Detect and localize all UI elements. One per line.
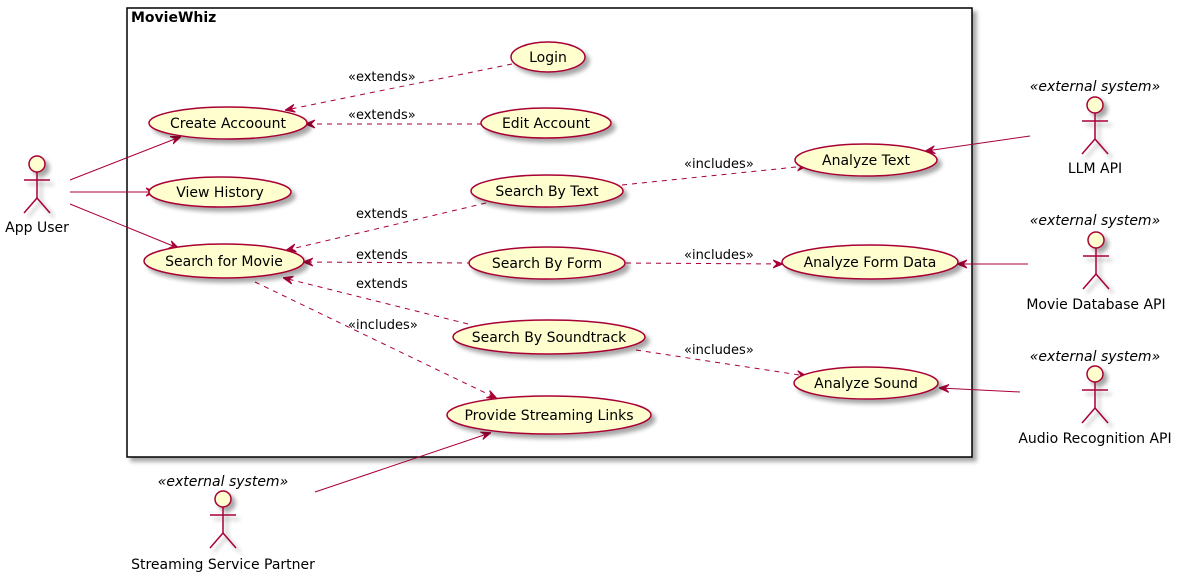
actor-audio-recognition-api-stereotype: «external system» [1030, 349, 1160, 365]
movie-database-api-figure-icon [1082, 231, 1110, 290]
actor-app-user-name: App User [5, 220, 69, 236]
usecase-login-label: Login [529, 50, 567, 66]
assoc-user-create-account [69, 137, 180, 181]
label-sound-extends: extends [356, 277, 408, 292]
label-form-extends: extends [356, 248, 408, 263]
usecase-search-by-text-label: Search By Text [495, 184, 599, 200]
usecase-create-account[interactable]: Create Accoount [148, 106, 308, 140]
include-form-analyze [625, 263, 782, 264]
actor-streaming-service-partner[interactable]: «external system» Streaming Service Part… [131, 474, 315, 573]
actor-llm-api-name: LLM API [1068, 161, 1122, 177]
include-text-analyze [621, 166, 806, 186]
usecase-provide-streaming-links[interactable]: Provide Streaming Links [446, 395, 652, 435]
relation-labels: «extends» «extends» extends extends exte… [348, 70, 754, 358]
system-title: MovieWhiz [131, 10, 216, 26]
actor-movie-database-api-stereotype: «external system» [1030, 213, 1160, 229]
include-search-streaming [254, 281, 496, 398]
assoc-partner-streaming [314, 433, 490, 493]
label-text-includes: «includes» [684, 157, 754, 172]
system-boundary: MovieWhiz [126, 7, 973, 458]
usecase-search-for-movie-label: Search for Movie [165, 254, 283, 270]
usecase-edit-account[interactable]: Edit Account [480, 107, 612, 139]
streaming-partner-figure-icon [209, 490, 237, 549]
app-user-figure-icon [23, 155, 51, 214]
actor-audio-recognition-api[interactable]: «external system» Audio Recognition API [1018, 349, 1171, 447]
actor-llm-api-stereotype: «external system» [1030, 79, 1160, 95]
include-sound-analyze [635, 349, 806, 376]
extend-sound-search [284, 278, 469, 325]
usecase-view-history-label: View History [176, 185, 263, 201]
label-text-extends: extends [356, 207, 408, 222]
usecase-view-history[interactable]: View History [148, 176, 292, 208]
actor-streaming-partner-stereotype: «external system» [158, 474, 288, 490]
usecase-search-for-movie[interactable]: Search for Movie [143, 243, 305, 279]
usecase-search-by-form-label: Search By Form [492, 256, 602, 272]
actor-streaming-partner-name: Streaming Service Partner [131, 557, 315, 573]
label-form-includes: «includes» [684, 248, 754, 263]
usecase-analyze-sound[interactable]: Analyze Sound [793, 366, 939, 400]
assoc-audio-analyze-sound [940, 388, 1021, 392]
usecase-analyze-text[interactable]: Analyze Text [794, 143, 938, 177]
assoc-user-search-movie [69, 203, 178, 248]
usecase-edit-account-label: Edit Account [502, 116, 591, 132]
assoc-llm-analyze-text [926, 135, 1031, 151]
usecase-create-account-label: Create Accoount [170, 116, 287, 132]
usecase-analyze-form-data-label: Analyze Form Data [804, 255, 937, 271]
audio-recognition-api-figure-icon [1081, 365, 1109, 424]
actor-app-user[interactable]: App User [5, 155, 69, 236]
relations [69, 63, 1031, 493]
label-login-extends: «extends» [348, 70, 416, 85]
usecase-analyze-form-data[interactable]: Analyze Form Data [781, 244, 959, 280]
extend-text-search [287, 202, 487, 250]
actor-audio-recognition-api-name: Audio Recognition API [1018, 431, 1171, 447]
label-streaming-includes: «includes» [348, 318, 418, 333]
usecase-search-by-soundtrack[interactable]: Search By Soundtrack [452, 319, 646, 355]
usecase-search-by-soundtrack-label: Search By Soundtrack [472, 330, 627, 346]
use-cases: Login Create Accoount Edit Account View … [143, 41, 959, 435]
llm-api-figure-icon [1081, 96, 1109, 155]
usecase-analyze-sound-label: Analyze Sound [814, 376, 918, 392]
usecase-provide-streaming-links-label: Provide Streaming Links [464, 408, 633, 424]
usecase-analyze-text-label: Analyze Text [822, 153, 910, 169]
actor-llm-api[interactable]: «external system» LLM API [1030, 79, 1160, 177]
label-sound-includes: «includes» [684, 343, 754, 358]
actor-movie-database-api[interactable]: «external system» Movie Database API [1026, 213, 1165, 313]
usecase-search-by-form[interactable]: Search By Form [468, 246, 626, 280]
label-edit-extends: «extends» [348, 108, 416, 123]
extend-form-search [304, 262, 473, 263]
usecase-search-by-text[interactable]: Search By Text [470, 174, 624, 208]
actor-movie-database-api-name: Movie Database API [1026, 297, 1165, 313]
extend-login-create [286, 63, 513, 110]
usecase-login[interactable]: Login [510, 41, 586, 73]
